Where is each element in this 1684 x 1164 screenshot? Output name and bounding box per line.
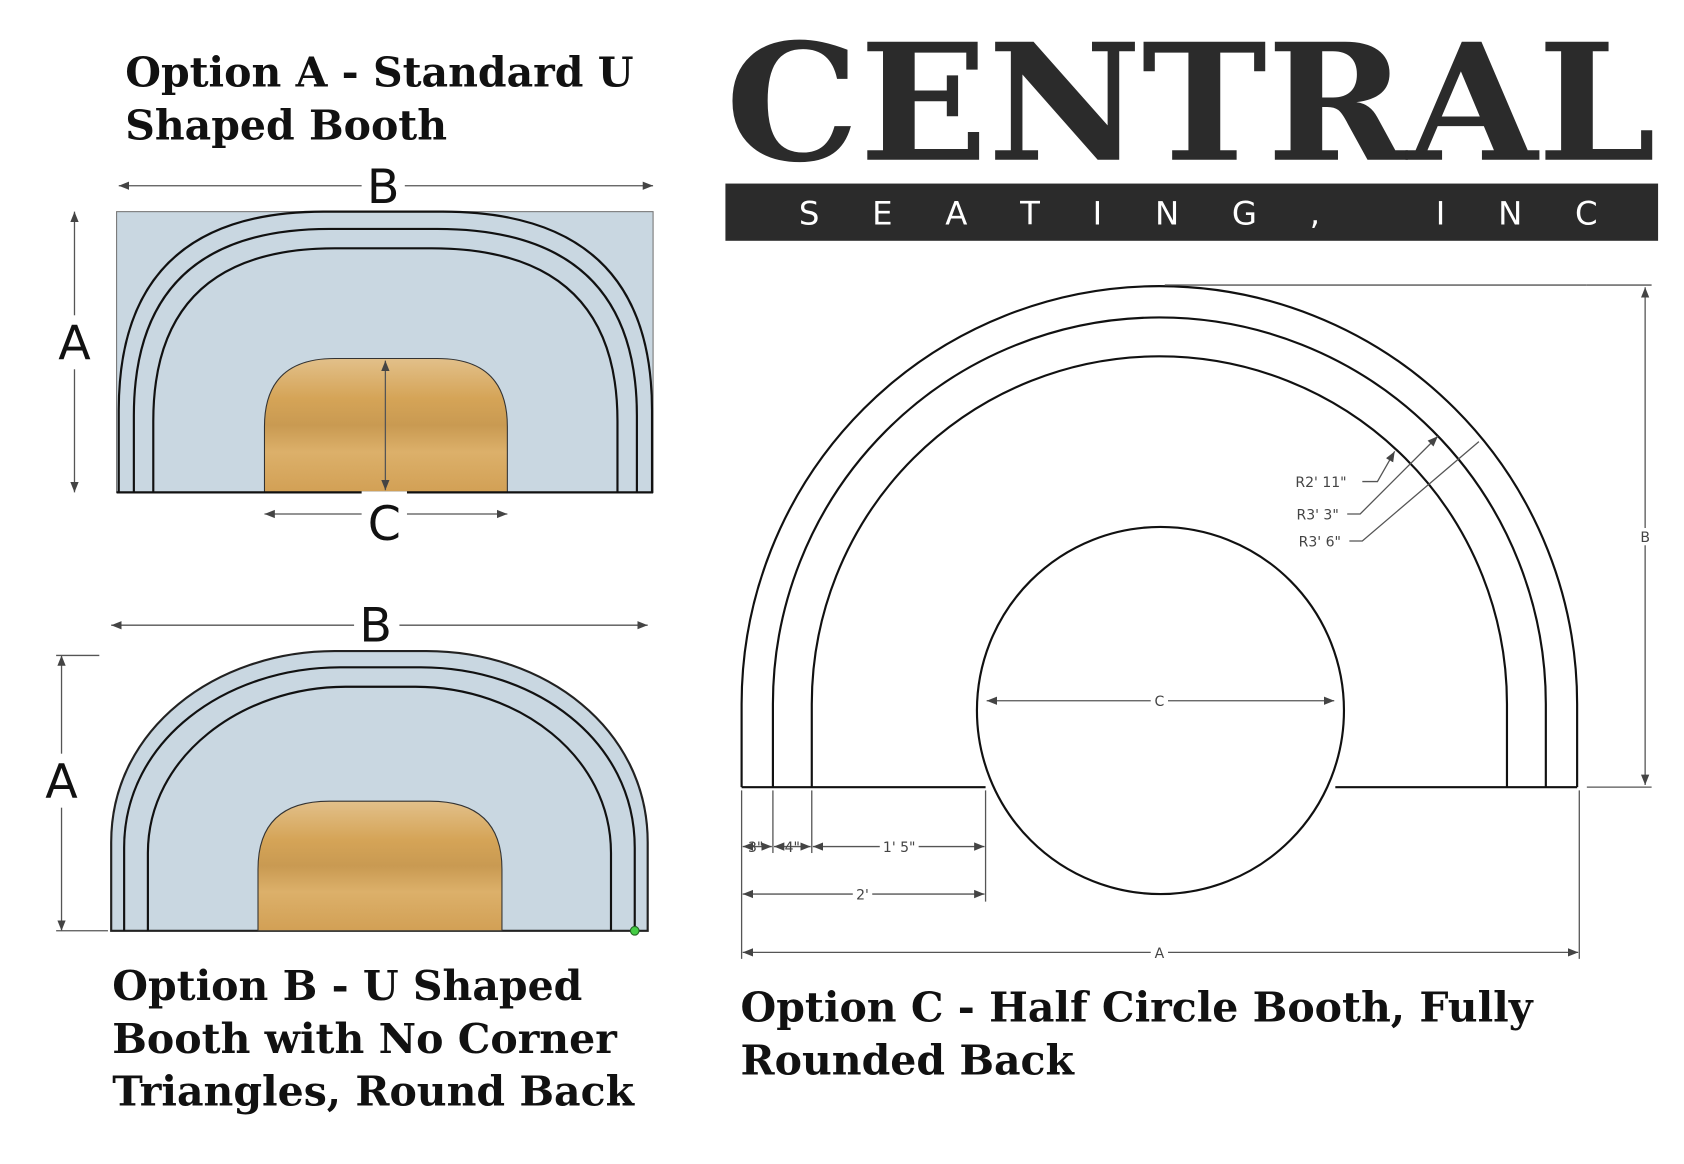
option-a-title-line1: Option A - Standard U bbox=[125, 47, 633, 96]
option-a-drawing: Option A - Standard U Shaped Booth B A C bbox=[51, 47, 654, 552]
option-b-title-line3: Triangles, Round Back bbox=[112, 1067, 635, 1116]
radius-label-1: R2' 11" bbox=[1295, 475, 1346, 491]
radius-label-2: R3' 3" bbox=[1296, 507, 1338, 523]
option-a-title-line2: Shaped Booth bbox=[125, 100, 447, 149]
central-seating-logo: CENTRAL S E A T I N G , I N C bbox=[725, 9, 1659, 241]
logo-name: CENTRAL bbox=[725, 9, 1656, 199]
option-b-label-b: B bbox=[359, 598, 392, 653]
table-c bbox=[975, 525, 1346, 896]
booth-b-body bbox=[110, 650, 649, 932]
dim-1ft5in: 1' 5" bbox=[883, 840, 916, 856]
option-a-label-a: A bbox=[58, 317, 91, 372]
dim-2ft: 2' bbox=[856, 887, 869, 903]
dim-3in: 3" bbox=[748, 840, 763, 856]
option-a-label-b: B bbox=[367, 160, 400, 215]
option-c-title-line1: Option C - Half Circle Booth, Fully bbox=[741, 982, 1534, 1031]
option-c-label-c: C bbox=[1154, 694, 1164, 710]
option-a-label-c: C bbox=[368, 497, 401, 552]
table-b bbox=[257, 800, 503, 932]
option-c-label-a: A bbox=[1155, 946, 1165, 962]
option-b-title-line2: Booth with No Corner bbox=[112, 1014, 618, 1063]
dim-4in: 4" bbox=[785, 840, 800, 856]
option-c-title-line2: Rounded Back bbox=[741, 1035, 1076, 1084]
option-b-drawing: B A Option B - U Shaped Booth with No Co… bbox=[38, 598, 649, 1116]
radius-label-3: R3' 6" bbox=[1299, 534, 1341, 550]
option-c-label-b: B bbox=[1640, 530, 1650, 546]
option-b-title-line1: Option B - U Shaped bbox=[112, 961, 582, 1010]
option-c-drawing: C B R2' 11" R3' 3" R3' 6" 3" 4" 1' 5" 2'… bbox=[741, 284, 1654, 1084]
option-b-label-a: A bbox=[45, 755, 78, 810]
